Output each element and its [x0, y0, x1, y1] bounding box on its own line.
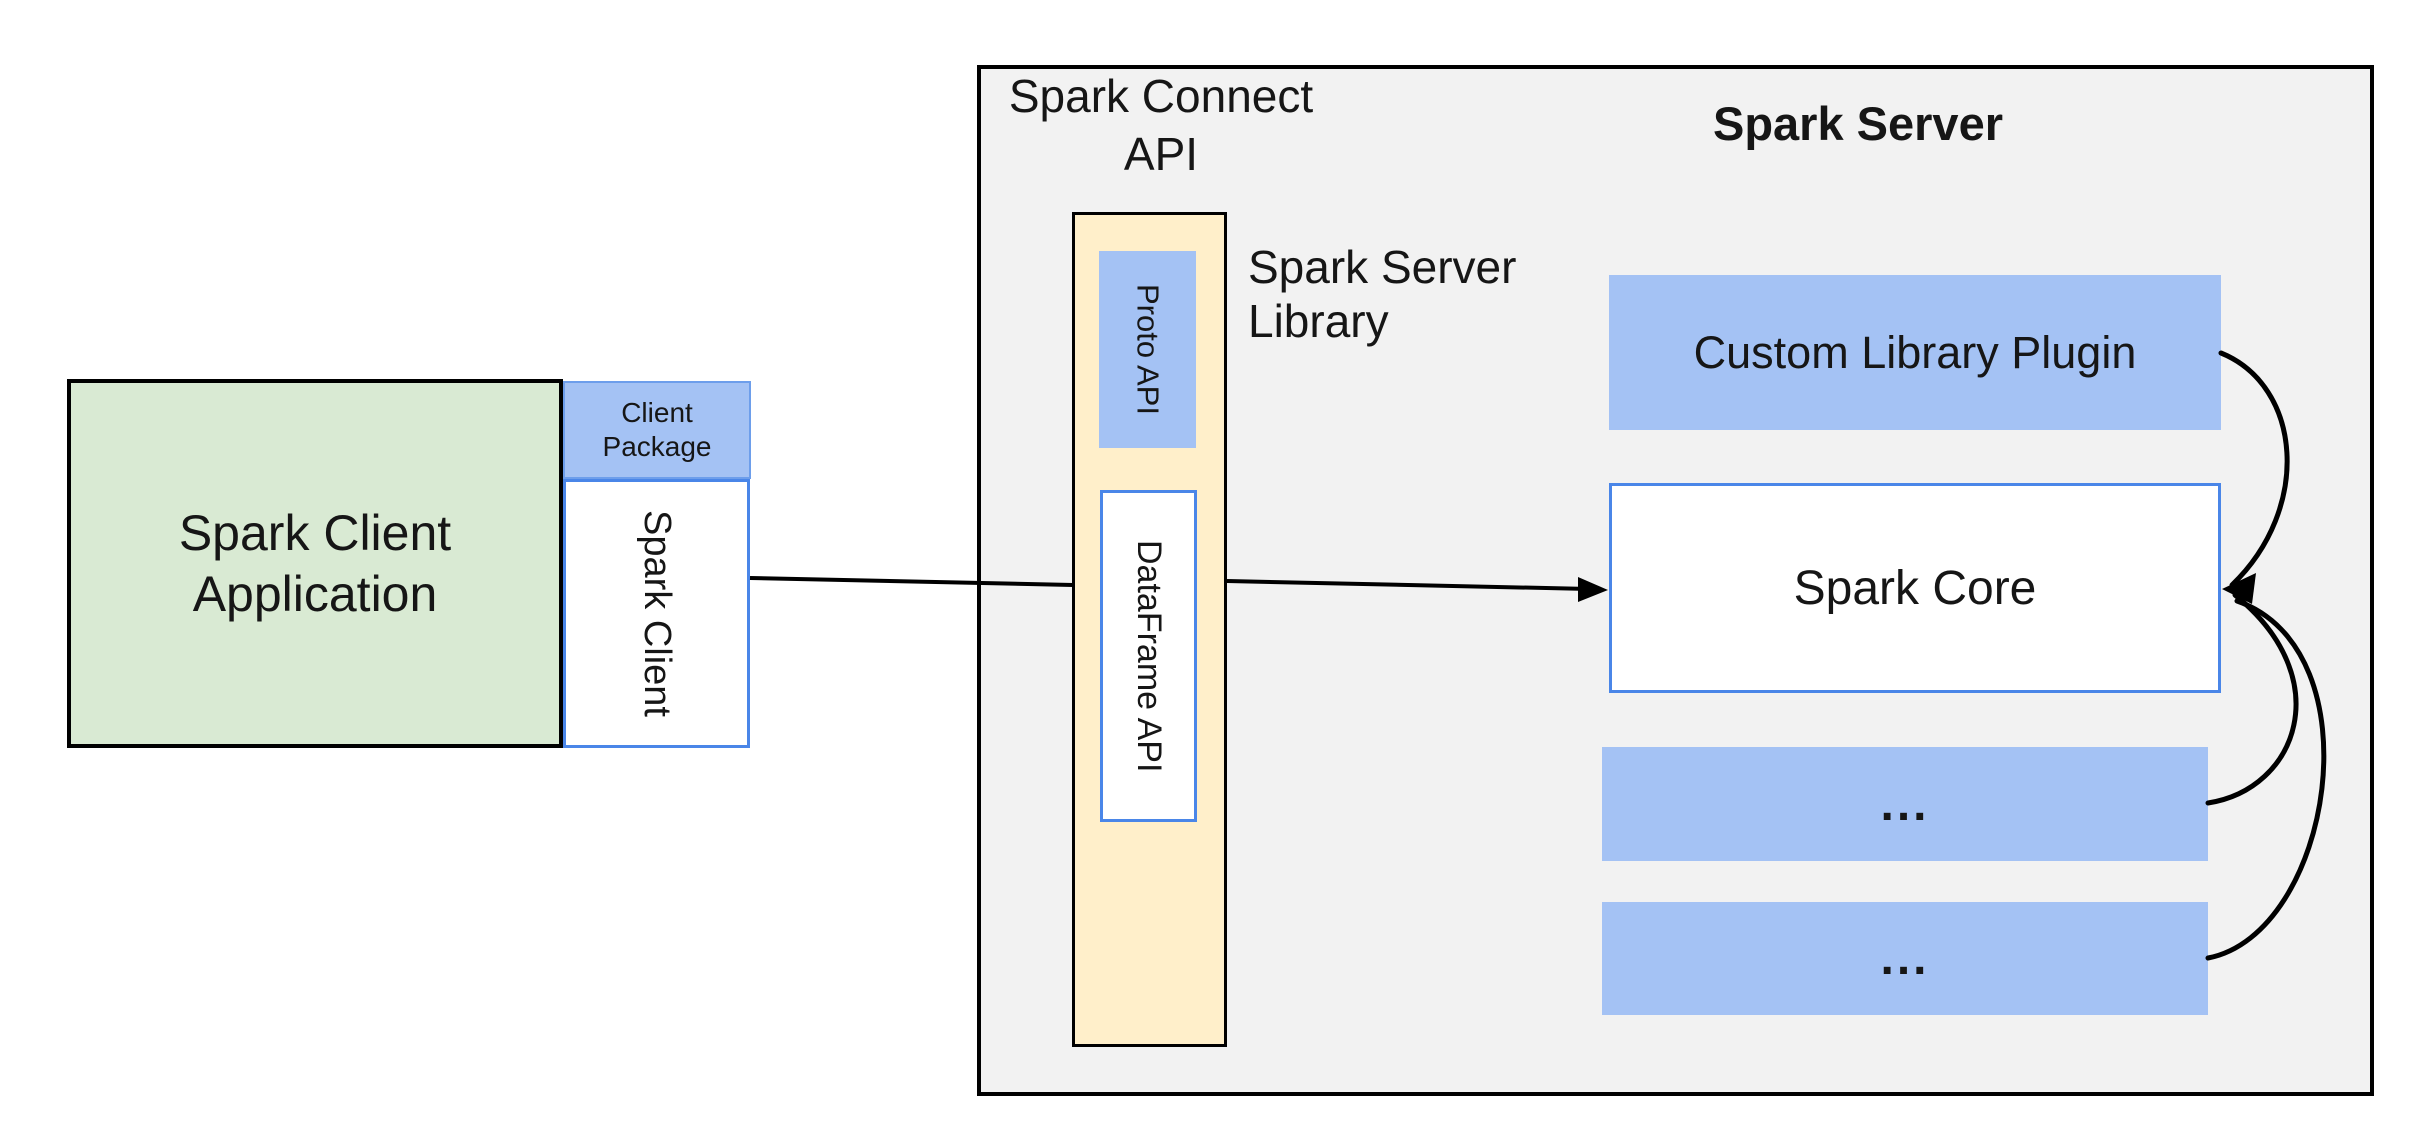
- plugin-placeholder-box-1: ...: [1602, 747, 2208, 861]
- spark-core-box: Spark Core: [1609, 483, 2221, 693]
- spark-client-label: Spark Client: [636, 510, 678, 717]
- spark-client-box: Spark Client: [563, 479, 750, 748]
- dataframe-api-box: DataFrame API: [1100, 490, 1197, 822]
- custom-library-plugin-box: Custom Library Plugin: [1609, 275, 2221, 430]
- custom-library-plugin-label: Custom Library Plugin: [1693, 326, 2137, 378]
- plugin-placeholder-box-2: ...: [1602, 902, 2208, 1015]
- client-package-label: Client Package: [602, 397, 712, 462]
- proto-api-box: Proto API: [1099, 251, 1196, 448]
- spark-client-application-box: Spark Client Application: [67, 379, 563, 748]
- spark-server-title: Spark Server: [1712, 97, 2004, 150]
- spark-connect-api-title: Spark Connect API: [1008, 70, 1314, 180]
- proto-api-label: Proto API: [1130, 284, 1166, 415]
- spark-client-application-label: Spark Client Application: [178, 504, 452, 622]
- client-package-box: Client Package: [563, 381, 751, 479]
- plugin-placeholder-2-label: ...: [1880, 932, 1930, 985]
- spark-server-library-label: Spark Server Library: [1248, 241, 1517, 348]
- spark-core-label: Spark Core: [1793, 561, 2037, 615]
- plugin-placeholder-1-label: ...: [1880, 777, 1930, 831]
- dataframe-api-label: DataFrame API: [1130, 539, 1168, 773]
